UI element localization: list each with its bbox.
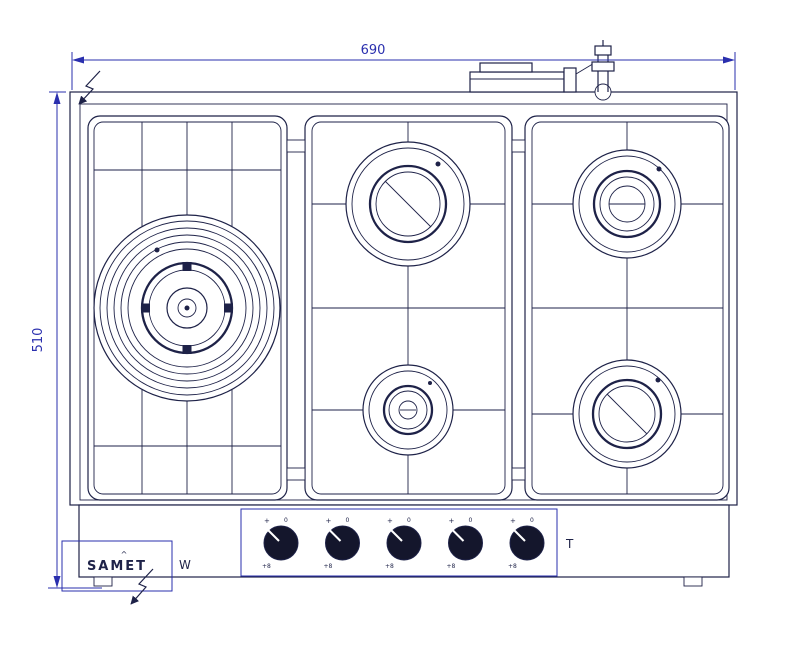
control-knob: + 0 +8	[262, 517, 299, 570]
ignition-electrode-dot	[655, 377, 661, 383]
control-knob: + 0 +8	[324, 517, 360, 570]
knob-indicator	[267, 529, 280, 542]
left-grate-section	[87, 115, 288, 501]
auxiliary-burner-front-center	[362, 364, 454, 456]
knob-mark-flame: +8	[324, 563, 333, 570]
knob-indicator	[513, 529, 526, 542]
right-foot	[683, 576, 703, 587]
knob-mark-flame: +8	[262, 563, 271, 570]
knob-mark-plus: +	[387, 517, 393, 525]
brand-text: SAMET	[87, 559, 147, 574]
height-dimension-label: 510	[31, 328, 46, 353]
ignition-electrode-dot	[428, 381, 432, 385]
knob-mark-plus: +	[510, 517, 516, 525]
logo-highlight-box	[61, 540, 173, 592]
right-grate-section	[524, 115, 730, 501]
knob-mark-flame: +8	[508, 563, 517, 570]
left-foot	[93, 576, 113, 587]
knob-mark-off: 0	[346, 517, 350, 524]
control-knob-panel: + 0 +8 + 0 +8 + 0 +8 + 0 +8 +	[240, 508, 574, 577]
semi-rapid-burner-rear-right	[572, 149, 682, 259]
wok-burner	[93, 214, 281, 402]
brand-logo: SAMET ^ W	[61, 540, 191, 592]
knob-panel-highlight-box	[240, 508, 558, 577]
height-dimension: 510	[31, 91, 102, 589]
knob-mark-plus: +	[326, 517, 332, 525]
knob-indicator	[451, 529, 465, 542]
width-dimension-label: 690	[361, 43, 386, 58]
knob-mark-off: 0	[407, 517, 411, 524]
knob-mark-off: 0	[284, 517, 288, 524]
bottom-left-zigzag-arrow	[130, 568, 154, 605]
corner-leader-arrows	[78, 70, 154, 605]
semi-rapid-burner-front-right	[572, 359, 682, 469]
knob-indicator	[390, 529, 403, 542]
ignition-electrode-dot	[154, 247, 160, 253]
knob-mark-plus: +	[449, 517, 455, 525]
gas-inlet-assembly	[469, 40, 615, 101]
knob-mark-off: 0	[469, 517, 473, 524]
ignition-electrode-dot	[656, 166, 662, 172]
knob-mark-plus: +	[264, 517, 270, 525]
control-knob: + 0 +8	[385, 517, 422, 570]
ignition-electrode-dot	[435, 161, 441, 167]
knob-mark-flame: +8	[447, 563, 456, 570]
top-left-zigzag-arrow	[78, 70, 101, 105]
width-dimension: 690	[71, 43, 736, 90]
control-knob: + 0 +8	[447, 517, 483, 570]
label-w: W	[179, 558, 191, 572]
label-t: T	[565, 537, 574, 551]
brand-caret-mark: ^	[121, 550, 128, 559]
knob-indicator	[328, 529, 342, 542]
knob-mark-flame: +8	[385, 563, 394, 570]
knob-mark-off: 0	[530, 517, 534, 524]
middle-grate-section	[304, 115, 513, 501]
grate-connectors	[286, 139, 526, 481]
control-knob: + 0 +8	[508, 517, 545, 570]
rapid-burner-rear-center	[345, 141, 471, 267]
